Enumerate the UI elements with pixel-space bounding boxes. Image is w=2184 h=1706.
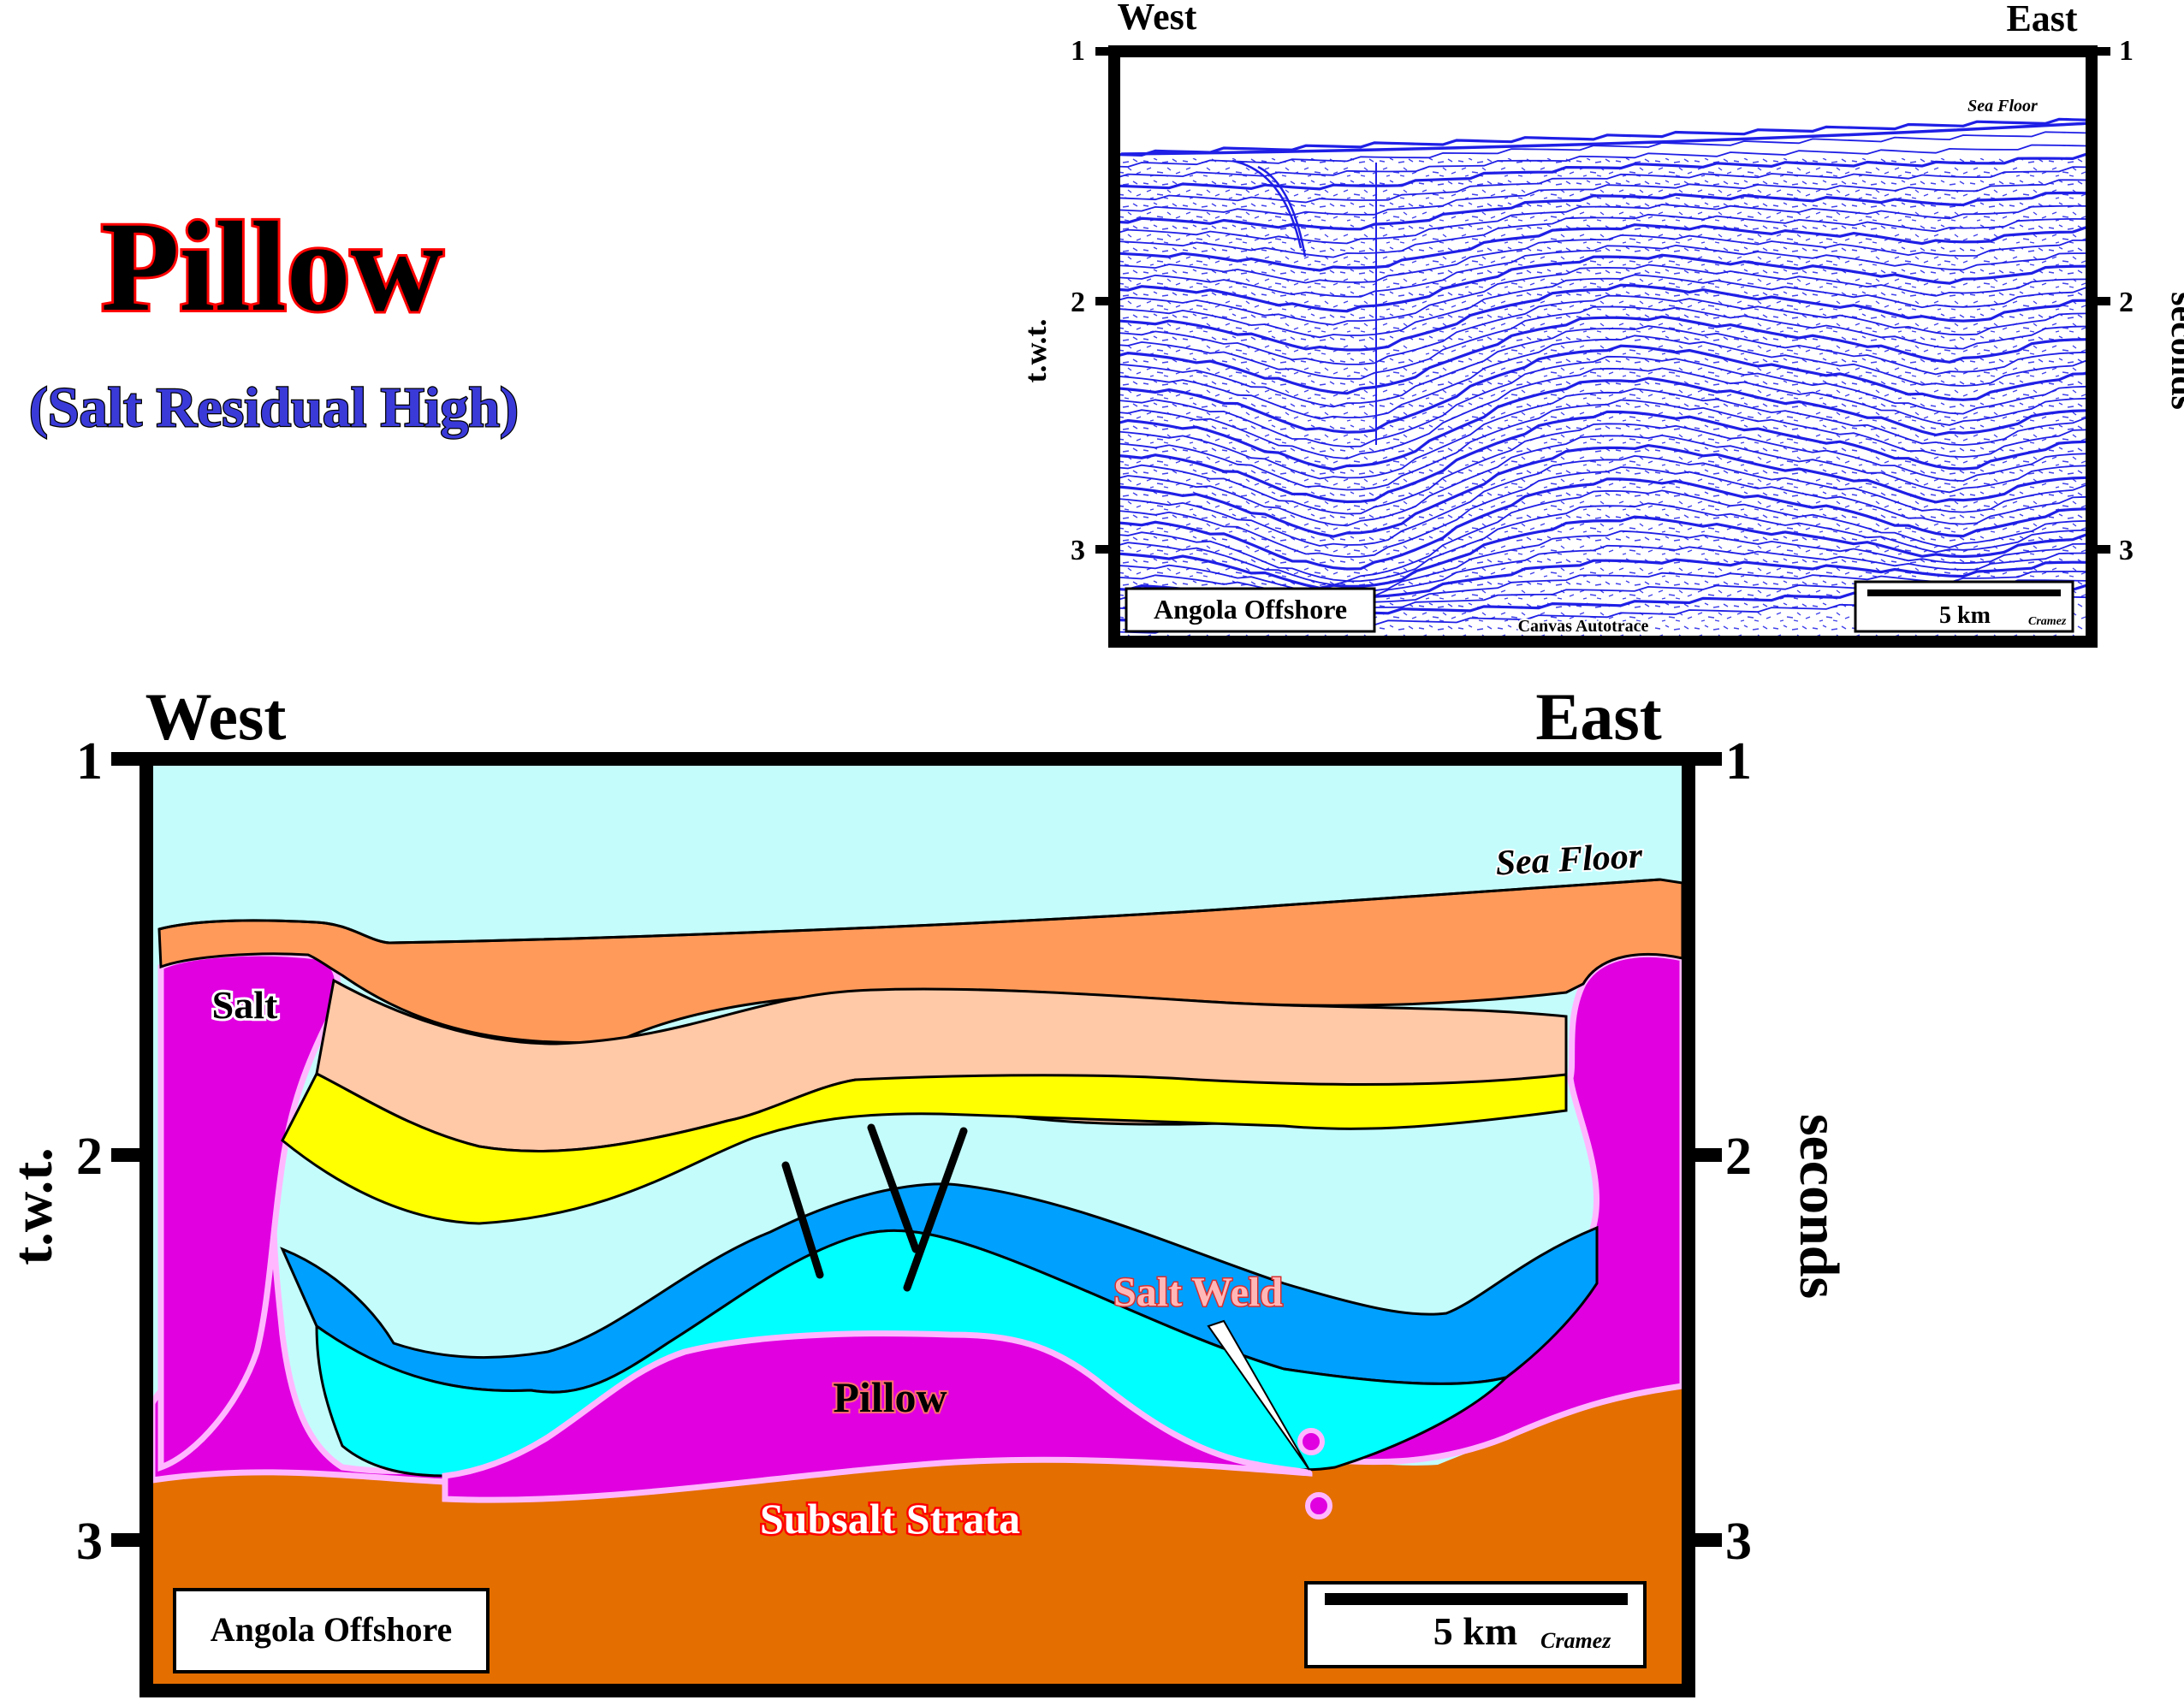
interp-tick-3-left: 3	[76, 1513, 103, 1571]
seismic-reflection	[1114, 166, 2087, 204]
interpretation-ticks	[111, 752, 1722, 1547]
seismic-reflection	[1114, 191, 2087, 231]
seismic-reflections	[1114, 117, 2092, 642]
seismic-reflection	[1114, 325, 2087, 408]
salt-weld-label: Salt Weld	[1113, 1270, 1283, 1315]
main-title: Pillow	[101, 196, 443, 338]
seismic-tick-1-left: 1	[1071, 35, 1085, 67]
seismic-location-label: Angola Offshore	[1154, 594, 1347, 625]
seismic-reflection	[1114, 131, 2087, 168]
seismic-reflection	[1114, 144, 2087, 180]
seismic-reflection	[1114, 264, 2087, 326]
seismic-reflection	[1114, 466, 2087, 558]
seismic-tick-2-left: 2	[1071, 287, 1085, 318]
interp-y-right-label: seconds	[1788, 1114, 1850, 1299]
seismic-reflection	[1114, 410, 2087, 504]
interp-east-label: East	[1535, 679, 1661, 754]
seismic-ticks	[1095, 47, 2110, 554]
interp-y-left-label: t.w.t.	[2, 1147, 64, 1265]
seismic-reflection	[1114, 274, 2087, 339]
interp-tick-3-right: 3	[1725, 1513, 1752, 1571]
seismic-author: Cramez	[2028, 615, 2067, 628]
seismic-reflection	[1114, 234, 2086, 284]
seismic-reflection	[1114, 204, 2087, 245]
interp-author: Cramez	[1540, 1628, 1611, 1653]
interp-tick-1-left: 1	[76, 732, 103, 791]
seismic-reflection	[1114, 530, 2087, 593]
seismic-reflection	[1114, 223, 2087, 272]
seismic-reflection	[1114, 179, 2087, 216]
interp-tick-2-right: 2	[1725, 1128, 1752, 1186]
pillow-label: Pillow	[833, 1373, 947, 1421]
subtitle: (Salt Residual High)	[29, 376, 519, 439]
seismic-east-label: East	[2006, 0, 2077, 39]
salt-weld-arrow	[1207, 1319, 1310, 1471]
seismic-reflection	[1114, 335, 2087, 420]
interp-location-box	[173, 1588, 490, 1673]
interp-scale-label: 5 km	[1433, 1609, 1517, 1653]
interpretation-panel: 1 2 3 1 2 3 West East t.w.t. seconds Sea…	[2, 679, 1850, 1697]
seismic-reflection	[1114, 388, 2087, 480]
interp-sea-floor-label: Sea Floor	[1494, 837, 1643, 884]
seismic-tick-3-left: 3	[1071, 535, 1085, 566]
seismic-reflection	[1114, 443, 2087, 538]
seismic-reflection	[1114, 355, 2087, 447]
seismic-reflection	[1114, 305, 2087, 380]
faults	[781, 1123, 968, 1292]
seismic-location-box	[1125, 587, 1376, 633]
seismic-y-right-label: seconds	[2163, 292, 2184, 410]
seismic-west-label: West	[1118, 0, 1197, 38]
seismic-reflection	[1114, 213, 2087, 258]
seismic-credit: Canvas Autotrace	[1518, 617, 1649, 636]
seismic-reflection	[1114, 515, 2087, 589]
seismic-reflection	[1114, 477, 2087, 571]
seismic-frame	[1108, 45, 2098, 648]
seismic-y-left-label: t.w.t.	[1018, 319, 1053, 383]
seismic-sea-floor-reflector	[1120, 121, 2092, 156]
interpretation-frame	[139, 752, 1695, 1697]
salt-label: Salt	[212, 983, 278, 1027]
seismic-panel: 1 2 3 1 2 3 West East t.w.t. seconds Sea…	[1018, 0, 2184, 648]
seismic-reflection	[1114, 454, 2087, 547]
seismic-reflection	[1114, 489, 2087, 582]
seismic-sea-floor-label: Sea Floor	[1967, 97, 2038, 116]
salt-weld-marker-lower	[1305, 1492, 1332, 1519]
sea-floor-line	[158, 878, 1661, 945]
seismic-reflection	[1114, 434, 2087, 527]
seismic-reflection	[1114, 152, 2087, 191]
interp-west-label: West	[145, 679, 287, 754]
seismic-reflection	[1114, 294, 2087, 365]
interp-tick-1-right: 1	[1725, 732, 1752, 791]
seismic-reflection	[1114, 502, 2087, 586]
yellow-layer	[281, 1071, 1568, 1225]
subsalt-label: Subsalt Strata	[760, 1495, 1020, 1543]
interp-location-label: Angola Offshore	[211, 1610, 453, 1649]
seismic-tick-3-right: 3	[2119, 535, 2134, 566]
seismic-tick-2-right: 2	[2119, 287, 2134, 318]
interp-tick-2-left: 2	[76, 1128, 103, 1186]
seismic-reflection	[1114, 283, 2087, 352]
salt-weld-marker-upper	[1297, 1428, 1325, 1455]
seismic-reflection	[1114, 344, 2087, 434]
seismic-scale-label: 5 km	[1939, 602, 1991, 629]
seismic-reflection	[1114, 376, 2087, 471]
seismic-reflection	[1114, 423, 2087, 515]
seismic-reflection	[1114, 117, 2087, 157]
seismic-tick-1-right: 1	[2119, 35, 2134, 67]
seismic-reflection	[1114, 253, 2087, 313]
seismic-reflection	[1114, 367, 2087, 459]
pillow-salt	[442, 1330, 1313, 1503]
seismic-reflection	[1114, 315, 2087, 395]
seismic-reflection	[1114, 399, 2087, 491]
seismic-reflection	[1114, 244, 2087, 298]
